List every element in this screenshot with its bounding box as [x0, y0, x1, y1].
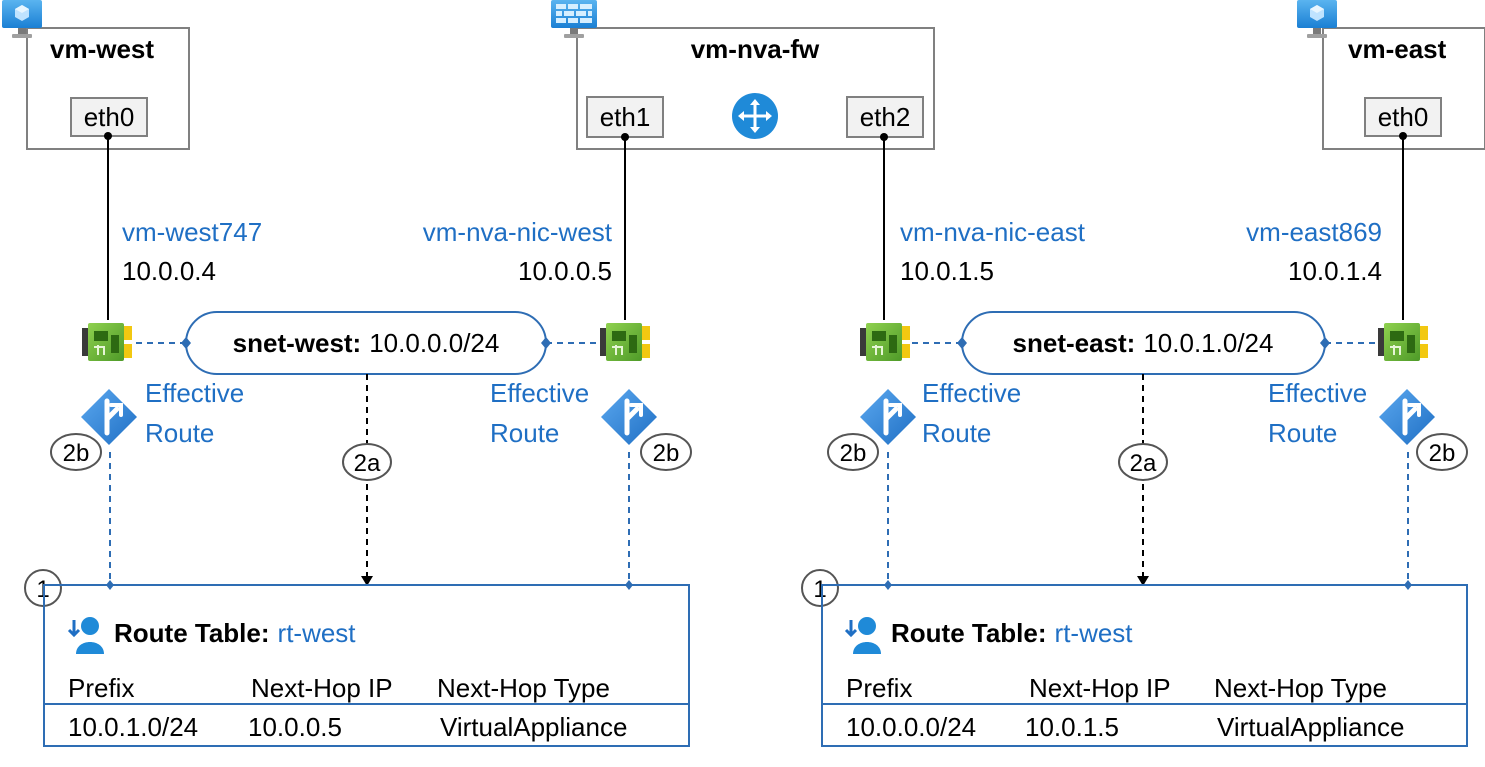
- cell-next-hop-type: VirtualAppliance: [1217, 712, 1404, 742]
- effective-route-label: Route: [490, 418, 559, 448]
- col-next-hop-ip: Next-Hop IP: [251, 673, 393, 703]
- step-badge-2b: 2b: [1429, 440, 1456, 467]
- nic-east-name: vm-east869: [1246, 217, 1382, 247]
- step-badge-2a: 2a: [1130, 450, 1157, 477]
- col-prefix: Prefix: [846, 673, 912, 703]
- vm-nva-fw-box: vm-nva-fw eth1 eth2: [551, 0, 935, 150]
- col-next-hop-ip: Next-Hop IP: [1029, 673, 1171, 703]
- snet-west: snet-west:10.0.0.0/24: [136, 311, 600, 375]
- nic-west-name: vm-west747: [122, 217, 262, 247]
- route-table-name: rt-west: [1055, 618, 1134, 648]
- svg-text:Route Table:rt-west: Route Table: rt-west: [891, 618, 1133, 648]
- vm-west-box: vm-west eth0: [2, 0, 190, 150]
- effective-route-label: Route: [1268, 418, 1337, 448]
- nic-icon: [859, 322, 911, 362]
- snet-west-label: snet-west:: [233, 328, 362, 358]
- snet-west-cidr: 10.0.0.0/24: [369, 328, 499, 358]
- step-badge-2b: 2b: [63, 440, 90, 467]
- cell-prefix: 10.0.1.0/24: [68, 712, 198, 742]
- vm-west-name: vm-west: [50, 34, 154, 64]
- eth2-label: eth2: [860, 102, 911, 132]
- eth0-east-label: eth0: [1378, 102, 1429, 132]
- effective-route-label: Effective: [490, 378, 589, 408]
- col-next-hop-type: Next-Hop Type: [1214, 673, 1387, 703]
- svg-text:snet-west:10.0.0.0/24: snet-west:10.0.0.0/24: [233, 328, 500, 358]
- nic-east-ip: 10.0.1.4: [1288, 256, 1382, 286]
- effective-route-label: Effective: [1268, 378, 1367, 408]
- snet-east-label: snet-east:: [1013, 328, 1136, 358]
- effective-route-label: Route: [922, 418, 991, 448]
- effective-route-icon: [860, 389, 916, 445]
- eth0-west-label: eth0: [84, 102, 135, 132]
- vm-east-box: vm-east eth0: [1297, 0, 1485, 150]
- effective-route-label: Effective: [145, 378, 244, 408]
- nic-west-ip: 10.0.0.4: [122, 256, 216, 286]
- step-badge-2b: 2b: [653, 440, 680, 467]
- svg-text:snet-east:10.0.1.0/24: snet-east:10.0.1.0/24: [1013, 328, 1274, 358]
- route-table-title: Route Table:: [891, 618, 1047, 648]
- router-icon: [732, 93, 778, 139]
- nic-icon: [81, 322, 133, 362]
- snet-east-cidr: 10.0.1.0/24: [1143, 328, 1273, 358]
- cell-next-hop-type: VirtualAppliance: [440, 712, 627, 742]
- nic-icon: [1377, 322, 1429, 362]
- nic-icon: [599, 322, 651, 362]
- route-table-title: Route Table:: [114, 618, 270, 648]
- col-prefix: Prefix: [68, 673, 134, 703]
- cell-next-hop-ip: 10.0.1.5: [1025, 712, 1119, 742]
- cell-prefix: 10.0.0.0/24: [846, 712, 976, 742]
- nic-nva-east-name: vm-nva-nic-east: [900, 217, 1086, 247]
- effective-route-label: Effective: [922, 378, 1021, 408]
- svg-text:Route Table:rt-west: Route Table: rt-west: [114, 618, 356, 648]
- step-badge-2a: 2a: [354, 450, 381, 477]
- route-table-name: rt-west: [278, 618, 357, 648]
- eth1-label: eth1: [600, 102, 651, 132]
- effective-route-links: [109, 452, 1409, 584]
- snet-east: snet-east:10.0.1.0/24: [912, 311, 1378, 375]
- nic-nva-west-ip: 10.0.0.5: [518, 256, 612, 286]
- eth-connectors: [107, 136, 1404, 320]
- vm-east-name: vm-east: [1348, 34, 1447, 64]
- subnet-association-links: [366, 374, 1144, 578]
- nic-nva-west-name: vm-nva-nic-west: [423, 217, 613, 247]
- nic-nva-east-ip: 10.0.1.5: [900, 256, 994, 286]
- effective-route-icon: [601, 389, 657, 445]
- vm-nva-fw-name: vm-nva-fw: [691, 34, 820, 64]
- effective-route-icon: [1379, 389, 1435, 445]
- step-badge-1: 1: [813, 576, 826, 603]
- route-table-east: Route Table: rt-west Prefix Next-Hop IP N…: [821, 584, 1468, 747]
- route-table-west: Route Table: rt-west Prefix Next-Hop IP N…: [43, 584, 690, 747]
- route-table-icon: [67, 615, 106, 656]
- route-table-icon: [844, 615, 883, 656]
- cell-next-hop-ip: 10.0.0.5: [248, 712, 342, 742]
- effective-route-label: Route: [145, 418, 214, 448]
- col-next-hop-type: Next-Hop Type: [437, 673, 610, 703]
- step-badge-2b: 2b: [840, 440, 867, 467]
